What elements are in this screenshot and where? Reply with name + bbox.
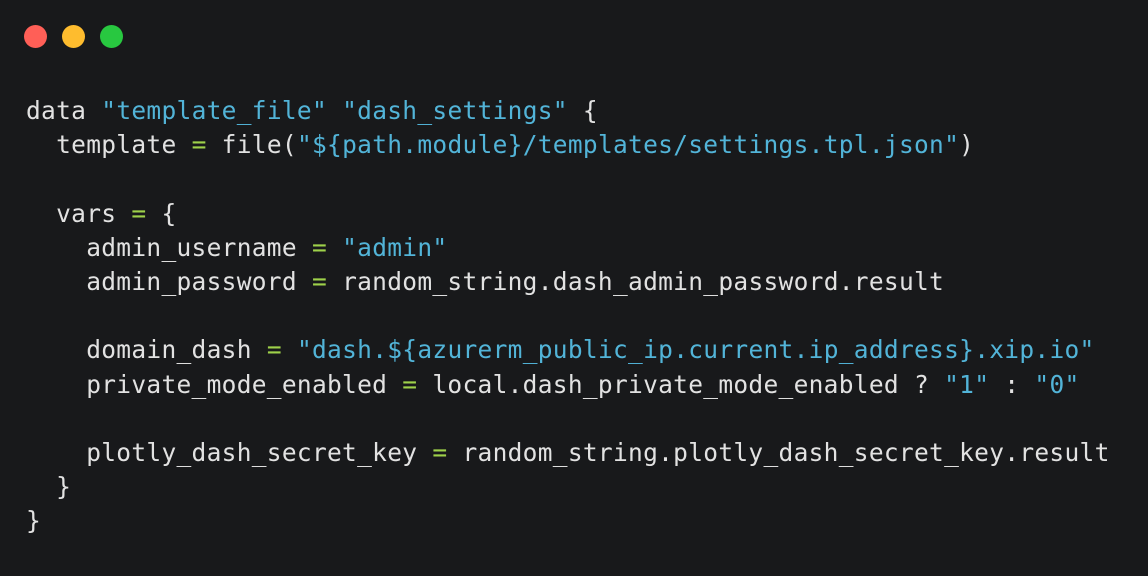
code-token <box>282 335 297 364</box>
string-token: "${path.module}/templates/settings.tpl.j… <box>296 130 960 160</box>
code-token: file( <box>206 130 297 160</box>
operator-token: = <box>402 369 418 399</box>
operator-token: = <box>311 266 328 296</box>
minimize-dot-icon[interactable] <box>62 25 85 48</box>
string-token: "1" <box>944 369 990 399</box>
code-line: } <box>26 504 1110 538</box>
code-token <box>327 233 342 262</box>
code-token: { <box>146 198 177 228</box>
string-token: "0" <box>1034 369 1080 399</box>
code-line: } <box>26 470 1110 504</box>
code-line: plotly_dash_secret_key = random_string.p… <box>26 436 1110 470</box>
code-token: private_mode_enabled <box>26 369 403 399</box>
code-token: ) <box>959 130 975 160</box>
operator-token: = <box>131 198 147 228</box>
code-token: domain_dash <box>26 335 267 365</box>
close-dot-icon[interactable] <box>24 25 47 48</box>
operator-token: = <box>432 437 448 467</box>
operator-token: = <box>311 232 328 262</box>
code-block: data "template_file" "dash_settings" { t… <box>26 94 1110 538</box>
string-token: "template_file" <box>101 96 328 125</box>
code-token: random_string.dash_admin_password.result <box>327 266 945 296</box>
window-controls <box>24 25 123 48</box>
maximize-dot-icon[interactable] <box>100 25 123 48</box>
code-line <box>26 162 1110 196</box>
code-line: domain_dash = "dash.${azurerm_public_ip.… <box>26 333 1110 367</box>
code-line: private_mode_enabled = local.dash_privat… <box>26 368 1110 402</box>
code-token <box>327 96 342 125</box>
code-line: admin_username = "admin" <box>26 231 1110 265</box>
operator-token: = <box>191 130 207 160</box>
code-token: { <box>567 96 598 125</box>
string-token: "dash.${azurerm_public_ip.current.ip_add… <box>296 335 1095 365</box>
operator-token: = <box>266 335 282 365</box>
code-token: : <box>989 369 1035 399</box>
code-line <box>26 299 1110 333</box>
string-token: "dash_settings" <box>342 96 568 125</box>
code-token: local.dash_private_mode_enabled ? <box>417 369 945 399</box>
code-token: data <box>26 96 102 125</box>
code-line: data "template_file" "dash_settings" { <box>26 94 1110 128</box>
code-token: vars <box>26 198 132 228</box>
code-line: admin_password = random_string.dash_admi… <box>26 265 1110 299</box>
code-token: plotly_dash_secret_key <box>26 437 433 467</box>
code-line: vars = { <box>26 197 1110 231</box>
code-token: template <box>26 130 192 160</box>
code-line <box>26 402 1110 436</box>
code-token: } <box>26 472 72 502</box>
code-token: } <box>26 506 42 536</box>
code-token: admin_username <box>26 232 312 262</box>
code-token: random_string.plotly_dash_secret_key.res… <box>447 437 1110 467</box>
string-token: "admin" <box>342 232 448 262</box>
code-line: template = file("${path.module}/template… <box>26 128 1110 162</box>
code-token: admin_password <box>26 266 312 296</box>
